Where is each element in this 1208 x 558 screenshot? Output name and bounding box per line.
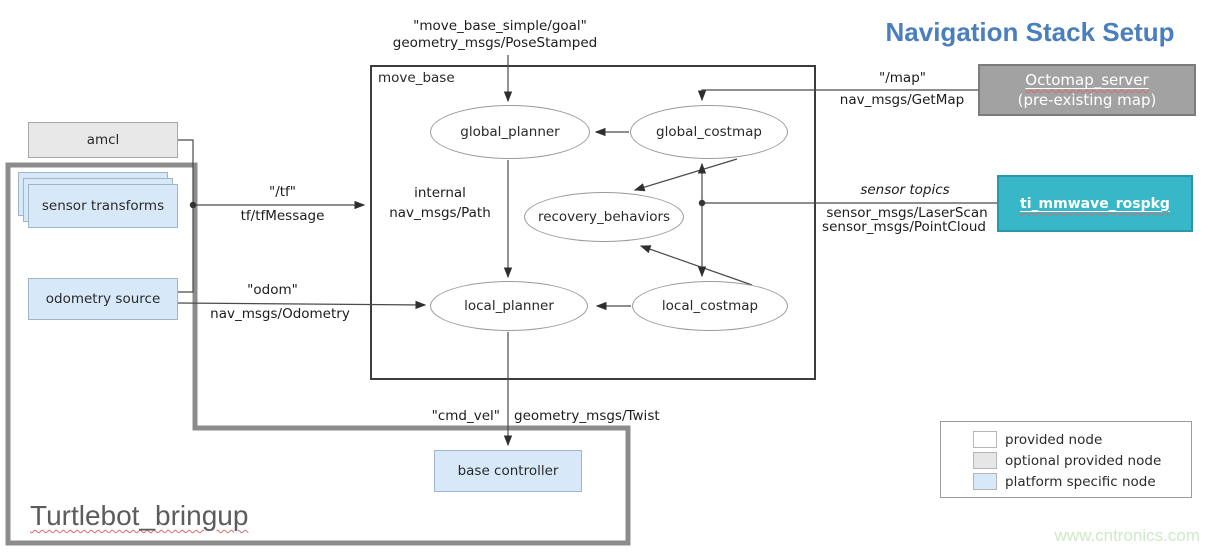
move-base-container: move_base: [370, 65, 816, 380]
octomap-server-name: Octomap_server: [1025, 71, 1149, 89]
edge-odom-to-local-planner: [177, 300, 427, 310]
label-internal: internal: [414, 185, 466, 201]
label-odom-type: nav_msgs/Odometry: [210, 306, 350, 322]
turtlebot-bringup-outline: [5, 162, 631, 546]
legend-item-platform: platform specific node: [973, 473, 1191, 490]
node-sensor-transforms: sensor transforms: [28, 184, 178, 228]
legend-swatch-platform: [973, 473, 997, 490]
node-global-planner: global_planner: [430, 105, 590, 159]
tf-junction-dot: [189, 201, 197, 209]
label-goal-topic: "move_base_simple/goal": [413, 18, 587, 34]
legend: provided node optional provided node pla…: [940, 421, 1192, 498]
edge-local-costmap-to-recovery: [639, 245, 753, 286]
legend-swatch-provided: [973, 431, 997, 448]
node-base-controller: base controller: [434, 450, 582, 492]
label-odom-topic: "odom": [247, 282, 298, 298]
turtlebot-bringup-label: Turtlebot_bringup: [30, 500, 249, 531]
legend-label: provided node: [1005, 431, 1103, 448]
edge-amcl-odometry-tf-bus: [178, 139, 194, 293]
node-local-costmap: local_costmap: [632, 281, 788, 331]
node-amcl: amcl: [28, 122, 178, 158]
label-tf-type: tf/tfMessage: [240, 208, 325, 224]
node-local-planner: local_planner: [430, 281, 588, 331]
label-internal-type: nav_msgs/Path: [389, 205, 491, 221]
legend-item-optional: optional provided node: [973, 452, 1191, 469]
octomap-server-subtitle: (pre-existing map): [1017, 91, 1157, 109]
legend-item-provided: provided node: [973, 431, 1191, 448]
node-odometry-source: odometry source: [28, 278, 178, 320]
label-tf-topic: "/tf": [268, 184, 296, 200]
edge-global-costmap-to-recovery: [633, 158, 738, 192]
label-cmd-vel-topic: "cmd_vel": [431, 408, 500, 424]
node-ti-mmwave-rospkg: ti_mmwave_rospkg: [997, 175, 1193, 232]
label-goal-type: geometry_msgs/PoseStamped: [392, 35, 598, 51]
legend-label: optional provided node: [1005, 452, 1162, 469]
label-sensor-topics: sensor topics: [860, 182, 950, 198]
edge-map-to-global-costmap: [697, 89, 978, 102]
node-octomap-server: Octomap_server (pre-existing map): [978, 64, 1196, 116]
page-title: Navigation Stack Setup: [885, 17, 1175, 47]
legend-swatch-optional: [973, 452, 997, 469]
label-cmd-vel-type: geometry_msgs/Twist: [514, 408, 660, 424]
node-global-costmap: global_costmap: [630, 105, 788, 159]
legend-label: platform specific node: [1005, 473, 1156, 490]
ti-mmwave-name: ti_mmwave_rospkg: [1020, 195, 1170, 212]
label-sensor-type2: sensor_msgs/PointCloud: [822, 219, 986, 235]
sensor-junction-dot: [698, 199, 706, 207]
label-map-type: nav_msgs/GetMap: [839, 92, 965, 108]
label-sensor-type1: sensor_msgs/LaserScan: [826, 205, 988, 221]
watermark: www.cntronics.com: [1054, 526, 1200, 545]
label-map-topic: "/map": [879, 70, 926, 86]
node-recovery-behaviors: recovery_behaviors: [524, 192, 684, 242]
move-base-label: move_base: [378, 70, 455, 86]
